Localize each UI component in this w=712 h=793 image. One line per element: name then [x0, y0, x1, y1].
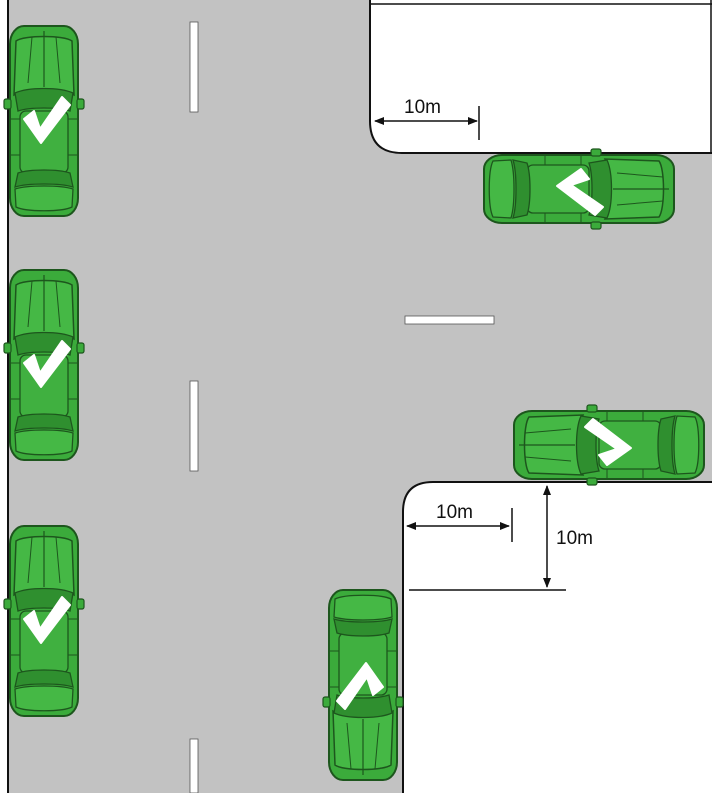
lane-marking	[189, 380, 199, 472]
car-left-2	[3, 269, 85, 461]
lane-marking	[189, 21, 199, 113]
car-side-road-top	[483, 148, 675, 230]
car-side-road-bottom	[513, 404, 705, 486]
top-right-kerb	[369, 0, 712, 154]
car-left-1	[3, 25, 85, 217]
bottom-corner-horizontal-dimension-label: 10m	[436, 502, 473, 523]
car-main-road-right	[322, 589, 404, 781]
car-left-3	[3, 525, 85, 717]
dimension-annotations: 10m 10m 10m	[374, 97, 593, 591]
lane-marking	[404, 315, 495, 325]
lane-marking	[189, 738, 199, 793]
bottom-corner-vertical-dimension-label: 10m	[556, 528, 593, 549]
bottom-right-kerb	[402, 481, 712, 793]
top-corner-dimension-label: 10m	[404, 97, 441, 118]
